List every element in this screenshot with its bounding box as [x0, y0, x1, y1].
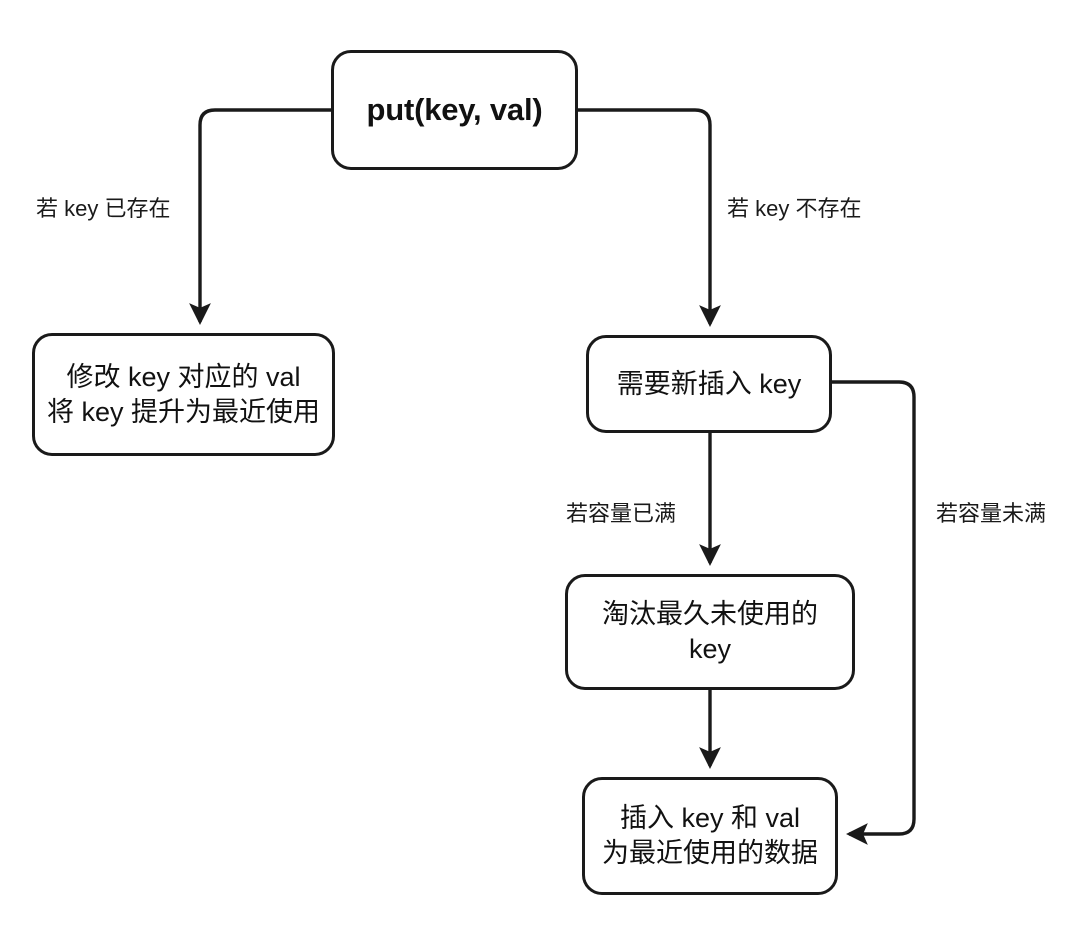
node-update-existing[interactable]: 修改 key 对应的 val 将 key 提升为最近使用 — [32, 333, 335, 456]
node-insert-data-label: 插入 key 和 val 为最近使用的数据 — [602, 803, 818, 868]
edge-key-exists — [189, 108, 331, 325]
edge-label-key-exists: 若 key 已存在 — [36, 196, 171, 221]
edge-key-absent — [578, 108, 721, 327]
node-insert-new[interactable]: 需要新插入 key — [586, 335, 832, 433]
edge-label-capacity-full: 若容量已满 — [566, 501, 677, 526]
node-evict[interactable]: 淘汰最久未使用的 key — [565, 574, 855, 690]
edge-label-capacity-not-full: 若容量未满 — [936, 501, 1047, 526]
node-put[interactable]: put(key, val) — [331, 50, 578, 170]
edge-label-key-absent: 若 key 不存在 — [727, 196, 862, 221]
node-put-label: put(key, val) — [366, 92, 543, 128]
node-insert-new-label: 需要新插入 key — [616, 368, 802, 399]
node-update-existing-label: 修改 key 对应的 val 将 key 提升为最近使用 — [46, 361, 321, 427]
node-evict-label: 淘汰最久未使用的 key — [602, 599, 818, 664]
node-insert-data[interactable]: 插入 key 和 val 为最近使用的数据 — [582, 777, 838, 895]
